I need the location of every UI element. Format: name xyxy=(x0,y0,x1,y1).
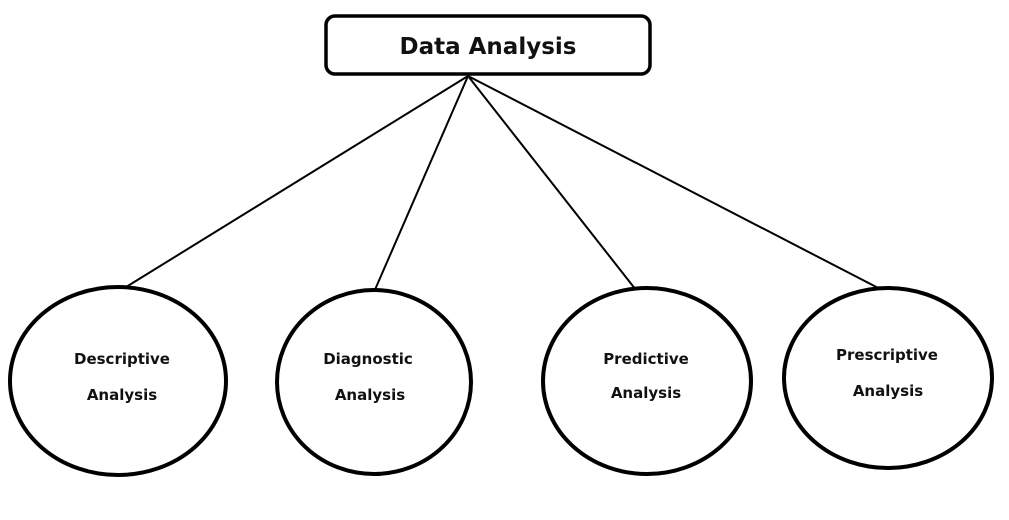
connector-predictive xyxy=(467,75,637,291)
root-node: Data Analysis xyxy=(324,14,652,76)
child-ellipse xyxy=(541,286,753,476)
connector-diagnostic xyxy=(373,75,469,293)
child-node-prescriptive: Prescriptive Analysis xyxy=(782,286,994,470)
child-label-line1: Descriptive xyxy=(74,350,170,368)
child-label-line2: Analysis xyxy=(611,384,681,402)
child-ellipse xyxy=(8,285,228,477)
child-label-line2: Analysis xyxy=(335,386,405,404)
child-label-line2: Analysis xyxy=(87,386,157,404)
child-label-line2: Analysis xyxy=(853,382,923,400)
child-ellipse xyxy=(275,288,473,476)
root-label: Data Analysis xyxy=(400,34,577,60)
connector-prescriptive xyxy=(467,75,887,293)
child-label-line1: Predictive xyxy=(603,350,689,368)
child-ellipse xyxy=(782,286,994,470)
child-node-diagnostic: Diagnostic Analysis xyxy=(275,288,473,476)
connector-descriptive xyxy=(117,75,469,293)
root-box xyxy=(324,14,652,76)
connectors xyxy=(117,75,887,293)
child-node-descriptive: Descriptive Analysis xyxy=(8,285,228,477)
child-label-line1: Prescriptive xyxy=(836,346,938,364)
child-label-line1: Diagnostic xyxy=(323,350,413,368)
child-node-predictive: Predictive Analysis xyxy=(541,286,753,476)
